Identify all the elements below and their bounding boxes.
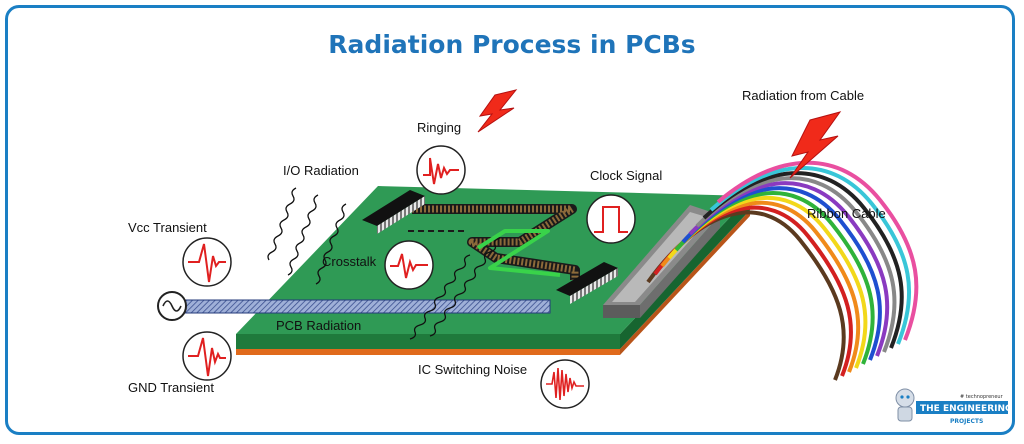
cable-radiation-bolt-icon xyxy=(789,111,842,179)
ringing-label: Ringing xyxy=(417,120,461,135)
clock-trace xyxy=(408,204,580,280)
ac-source-icon xyxy=(157,291,187,321)
cable-connector xyxy=(603,205,720,318)
ic-switching-noise-waveform-icon xyxy=(540,359,590,409)
clock-signal-waveform-icon xyxy=(586,194,636,244)
pcb-radiation-arrows xyxy=(409,237,501,340)
vcc-transient-waveform-icon xyxy=(182,237,232,287)
power-trace xyxy=(184,299,551,314)
ribbon-cable-label: Ribbon Cable xyxy=(807,206,886,221)
ic-chip-right xyxy=(556,262,618,304)
vcc-transient-label: Vcc Transient xyxy=(128,220,207,235)
ribbon-cable xyxy=(646,160,919,381)
diagram-title: Radiation Process in PCBs xyxy=(328,30,696,59)
radiation-from-cable-label: Radiation from Cable xyxy=(742,88,864,103)
gnd-transient-label: GND Transient xyxy=(128,380,214,395)
pcb-radiation-label: PCB Radiation xyxy=(276,318,361,333)
io-radiation-arrows xyxy=(267,187,347,285)
ic-chip-left xyxy=(362,190,425,234)
crosstalk-waveform-icon xyxy=(384,240,434,290)
clock-signal-label: Clock Signal xyxy=(590,168,662,183)
ringing-bolt-icon xyxy=(477,89,518,133)
ic-switching-noise-label: IC Switching Noise xyxy=(418,362,527,377)
logo-line2: PROJECTS xyxy=(950,418,983,425)
engineering-projects-logo: # technopreneur THE ENGINEERING PROJECTS xyxy=(895,388,1012,425)
gnd-transient-waveform-icon xyxy=(182,331,232,381)
ringing-waveform-icon xyxy=(416,145,466,195)
io-radiation-label: I/O Radiation xyxy=(283,163,359,178)
logo-line1: THE ENGINEERING xyxy=(920,404,1012,414)
crosstalk-label: Crosstalk xyxy=(322,254,377,269)
logo-tagline: # technopreneur xyxy=(960,394,1004,400)
